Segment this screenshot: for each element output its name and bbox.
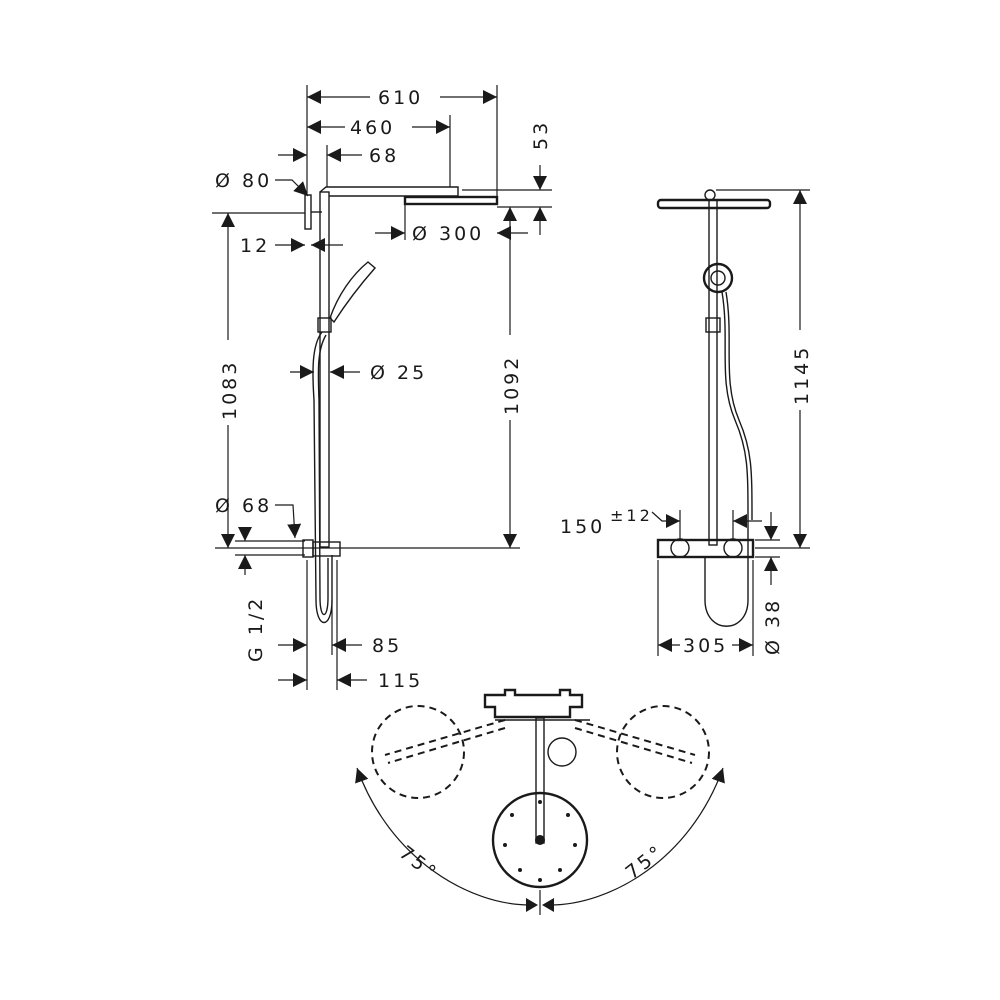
- dim-inlet-spacing: 150: [560, 516, 605, 538]
- dim-305: 305: [683, 635, 728, 657]
- slider: [317, 317, 332, 333]
- shower-column: [319, 191, 330, 548]
- swivel-arc-left: [355, 767, 531, 906]
- hand-shower-top: [547, 737, 577, 767]
- arm-joint: [704, 189, 716, 201]
- arm-swivel-left: [384, 719, 506, 756]
- dim-mixer-height: Ø 38: [762, 598, 784, 655]
- side-view: 610 460 68 53 Ø 80 Ø 300 12 1083 1092: [212, 85, 552, 692]
- column-top: [535, 717, 545, 844]
- dim-85: 85: [372, 635, 402, 657]
- dim-53: 53: [530, 120, 552, 150]
- inlet-right: [723, 538, 743, 558]
- hose-inner: [317, 334, 329, 616]
- dim-1083: 1083: [219, 360, 241, 420]
- dim-1092: 1092: [501, 355, 523, 415]
- overhead-arm: [319, 186, 459, 197]
- front-view: 1145 150 ±12 Ø 38 305: [560, 189, 813, 657]
- head-swivel-right: [616, 705, 710, 799]
- wall-plate: [304, 194, 312, 230]
- mixer-top: [483, 688, 584, 719]
- thermostat-body: [312, 541, 341, 557]
- top-view: 75° 75°: [355, 688, 725, 915]
- swivel-angle-left: 75°: [395, 842, 442, 886]
- dim-460: 460: [350, 117, 395, 139]
- dim-115: 115: [378, 670, 423, 692]
- arm-swivel-right: [574, 719, 696, 756]
- swivel-angle-right: 75°: [622, 840, 669, 884]
- dim-connection-thread: G 1/2: [245, 596, 267, 662]
- inlet-left: [670, 538, 690, 558]
- dim-mixer-diameter: Ø 68: [215, 495, 272, 517]
- hose: [312, 331, 333, 623]
- dim-rail-diameter: Ø 25: [370, 362, 427, 384]
- hand-shower: [329, 261, 376, 324]
- dim-inlet-tolerance: ±12: [610, 506, 653, 525]
- dim-1145: 1145: [791, 345, 813, 405]
- swivel-arc-right: [549, 767, 725, 906]
- dim-head-diameter: Ø 300: [412, 223, 484, 245]
- hand-shower-face: [710, 270, 726, 286]
- thermostat-mixer-front: [656, 538, 755, 559]
- shower-column-front: [708, 199, 718, 546]
- slider-front: [705, 317, 721, 333]
- dim-wall-plate-diameter: Ø 80: [215, 170, 272, 192]
- overhead-shower-head: [403, 195, 499, 206]
- dim-610: 610: [378, 87, 423, 109]
- overhead-shower-head-front: [656, 198, 772, 210]
- dim-68: 68: [369, 145, 399, 167]
- overhead-head-top: [491, 791, 589, 889]
- head-swivel-left: [371, 705, 465, 799]
- hose-front: [704, 291, 749, 627]
- dim-12: 12: [240, 235, 270, 257]
- hand-shower-front: [702, 262, 734, 294]
